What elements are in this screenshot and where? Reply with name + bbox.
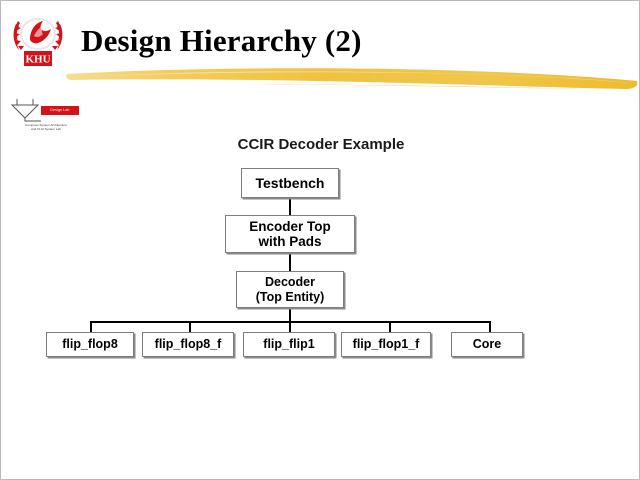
node-flip-flop8-f-label: flip_flop8_f bbox=[154, 337, 222, 351]
node-decoder-label-line1: Decoder bbox=[264, 274, 316, 289]
lab-badge: Design Lab bbox=[41, 106, 79, 115]
connector-drop-flip-flop8 bbox=[90, 321, 92, 333]
node-core-label: Core bbox=[472, 337, 502, 351]
connector-drop-flip-flip1 bbox=[289, 321, 291, 333]
title-underline-banner bbox=[65, 65, 639, 91]
diagram-title: CCIR Decoder Example bbox=[237, 136, 405, 153]
node-flip-flip1-label: flip_flip1 bbox=[263, 337, 315, 351]
node-testbench[interactable]: Testbench bbox=[241, 168, 339, 198]
connector-drop-core bbox=[489, 321, 491, 333]
page-title: Design Hierarchy (2) bbox=[81, 23, 362, 58]
node-flip-flop8-f[interactable]: flip_flop8_f bbox=[142, 332, 234, 357]
node-flip-flop1-f[interactable]: flip_flop1_f bbox=[341, 332, 431, 357]
connector-drop-flip-flop1-f bbox=[389, 321, 391, 333]
lab-caption-line1: Computer System Architecture bbox=[25, 123, 67, 127]
connector-testbench-encoder bbox=[289, 198, 291, 217]
connector-drop-flip-flop8-f bbox=[189, 321, 191, 333]
lab-caption: Computer System Architecture and VLSI Sy… bbox=[7, 123, 85, 131]
node-flip-flop1-f-label: flip_flop1_f bbox=[352, 337, 420, 351]
node-core[interactable]: Core bbox=[451, 332, 523, 357]
lab-caption-line2: and VLSI System Lab bbox=[31, 127, 61, 132]
khu-university-logo: KHU bbox=[10, 14, 66, 68]
node-flip-flop8-label: flip_flop8 bbox=[62, 337, 118, 351]
svg-text:KHU: KHU bbox=[25, 54, 50, 66]
node-encoder-top-label-line1: Encoder Top bbox=[249, 219, 331, 234]
node-flip-flop8[interactable]: flip_flop8 bbox=[46, 332, 134, 357]
node-encoder-top-label-line2: with Pads bbox=[258, 234, 322, 249]
lab-logo: Design Lab Computer System Architecture … bbox=[7, 97, 85, 139]
node-testbench-label: Testbench bbox=[255, 174, 325, 191]
node-decoder[interactable]: Decoder (Top Entity) bbox=[236, 271, 344, 308]
node-encoder-top[interactable]: Encoder Top with Pads bbox=[225, 215, 355, 253]
connector-encoder-decoder bbox=[289, 253, 291, 272]
node-flip-flip1[interactable]: flip_flip1 bbox=[243, 332, 335, 357]
node-decoder-label-line2: (Top Entity) bbox=[255, 289, 325, 304]
connector-decoder-bus bbox=[289, 308, 291, 323]
